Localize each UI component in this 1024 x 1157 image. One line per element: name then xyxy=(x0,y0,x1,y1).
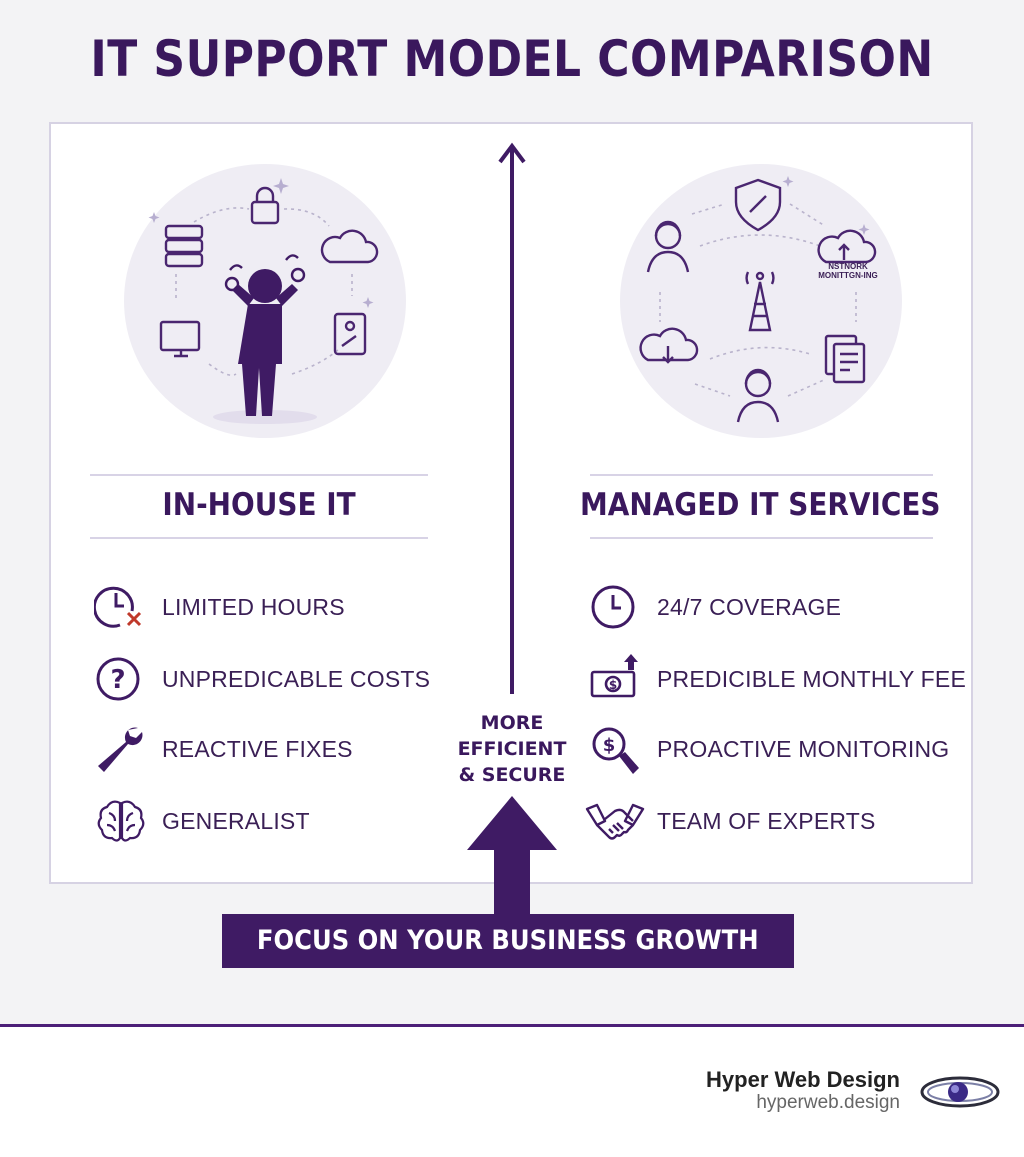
brand-name[interactable]: Hyper Web Design xyxy=(706,1067,900,1092)
efficiency-line2: EFFICIENT xyxy=(457,738,567,760)
in-house-illustration xyxy=(148,178,379,424)
efficiency-line1: MORE xyxy=(480,712,544,734)
left-heading-bottom-rule xyxy=(90,537,428,539)
managed-heading: MANAGED IT SERVICES xyxy=(580,487,941,523)
efficiency-line3: & SECURE xyxy=(458,764,566,786)
managed-illustration xyxy=(639,176,877,423)
efficiency-label: MORE EFFICIENT & SECURE xyxy=(432,710,592,788)
clock-x-icon xyxy=(94,583,146,629)
question-icon: ? xyxy=(95,656,141,702)
footer xyxy=(0,1024,1024,1157)
growth-banner: FOCUS ON YOUR BUSINESS GROWTH xyxy=(222,914,794,968)
svg-text:$: $ xyxy=(603,735,616,756)
svg-text:$: $ xyxy=(609,678,617,692)
growth-banner-text: FOCUS ON YOUR BUSINESS GROWTH xyxy=(257,925,759,956)
brand-logo xyxy=(920,1076,1000,1108)
managed-illustration-bg xyxy=(620,164,902,438)
right-item-label: PREDICIBLE MONTHLY FEE xyxy=(657,666,967,692)
network-label-line2: MONITTGN-ING xyxy=(818,271,878,280)
network-label-line1: NSTNORK xyxy=(828,262,868,271)
right-item-label: 24/7 COVERAGE xyxy=(657,594,842,620)
magnifier-dollar-icon: $ xyxy=(589,724,641,776)
growth-arrow-icon xyxy=(467,796,557,918)
up-arrow-line xyxy=(498,142,526,694)
right-item-label: TEAM OF EXPERTS xyxy=(657,808,876,834)
clock-icon xyxy=(589,583,637,631)
network-monitoring-label: NSTNORK MONITTGN-ING xyxy=(816,262,880,280)
left-item-label: REACTIVE FIXES xyxy=(162,736,353,762)
brand-url[interactable]: hyperweb.design xyxy=(756,1092,900,1113)
left-item-label: LIMITED HOURS xyxy=(162,594,345,620)
handshake-icon xyxy=(585,799,645,843)
right-heading-top-rule xyxy=(590,474,933,476)
right-heading-bottom-rule xyxy=(590,537,933,539)
right-item-label: PROACTIVE MONITORING xyxy=(657,736,950,762)
left-item-label: UNPREDICABLE COSTS xyxy=(162,666,431,692)
money-up-icon: $ xyxy=(589,652,643,700)
left-item-label: GENERALIST xyxy=(162,808,310,834)
page-title: IT SUPPORT MODEL COMPARISON xyxy=(90,30,934,88)
in-house-heading: IN-HOUSE IT xyxy=(162,487,356,523)
brain-icon xyxy=(97,797,145,843)
wrench-icon xyxy=(94,724,146,774)
left-heading-top-rule xyxy=(90,474,428,476)
svg-text:?: ? xyxy=(110,665,125,695)
